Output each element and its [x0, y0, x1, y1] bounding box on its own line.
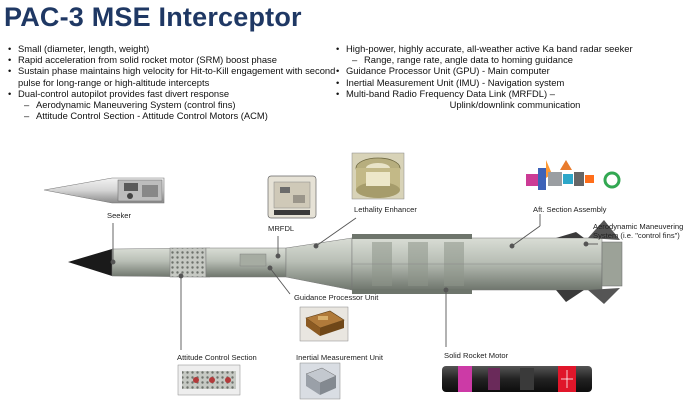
right-bullet-1: Range, range rate, angle data to homing …	[334, 54, 696, 65]
label-seeker: Seeker	[107, 211, 132, 220]
right-bullet-5: Uplink/downlink communication	[449, 99, 581, 111]
seeker-photo	[43, 177, 165, 204]
left-bullet-list: Small (diameter, length, weight)Rapid ac…	[6, 43, 336, 122]
leader-lines	[110, 214, 598, 350]
right-bullet-2: Guidance Processor Unit (GPU) - Main com…	[334, 65, 696, 76]
mrfdl-photo	[267, 175, 317, 219]
right-bullet-list: High-power, highly accurate, all-weather…	[334, 43, 696, 110]
label-aft-section-assembly: Aft. Section Assembly	[533, 205, 607, 214]
label-lethality-enhancer: Lethality Enhancer	[354, 205, 417, 214]
label-mrfdl: MRFDL	[268, 224, 295, 233]
left-bullet-0: Small (diameter, length, weight)	[6, 43, 336, 54]
aft-section-assembly-photo	[526, 160, 621, 190]
acs-photo	[177, 364, 241, 396]
label-aero-maneuvering-line1: Aerodynamic Maneuvering	[593, 222, 684, 231]
right-bullet-4: Multi-band Radio Frequency Data Link (MR…	[334, 88, 696, 99]
gpu-photo	[299, 306, 349, 342]
lethality-enhancer-photo	[351, 152, 405, 200]
solid-rocket-motor-photo	[442, 366, 592, 392]
left-bullet-2: Sustain phase maintains high velocity fo…	[6, 65, 336, 87]
imu-photo	[299, 362, 341, 400]
left-bullet-1: Rapid acceleration from solid rocket mot…	[6, 54, 336, 65]
label-inertial-measurement-unit: Inertial Measurement Unit	[296, 353, 383, 362]
label-solid-rocket-motor: Solid Rocket Motor	[444, 351, 509, 360]
right-bullet-3: Inertial Measurement Unit (IMU) - Naviga…	[334, 77, 696, 88]
label-aero-maneuvering-line2: System (i.e. "control fins")	[593, 231, 680, 240]
left-bullet-3: Dual-control autopilot provides fast div…	[6, 88, 336, 99]
left-bullet-5: Attitude Control Section - Attitude Cont…	[6, 110, 336, 121]
right-bullet-0: High-power, highly accurate, all-weather…	[334, 43, 696, 54]
page-title: PAC-3 MSE Interceptor	[4, 2, 302, 32]
label-attitude-control-section: Attitude Control Section	[177, 353, 257, 362]
left-bullet-4: Aerodynamic Maneuvering System (control …	[6, 99, 336, 110]
missile-body	[68, 220, 623, 304]
label-guidance-processor-unit: Guidance Processor Unit	[294, 293, 379, 302]
